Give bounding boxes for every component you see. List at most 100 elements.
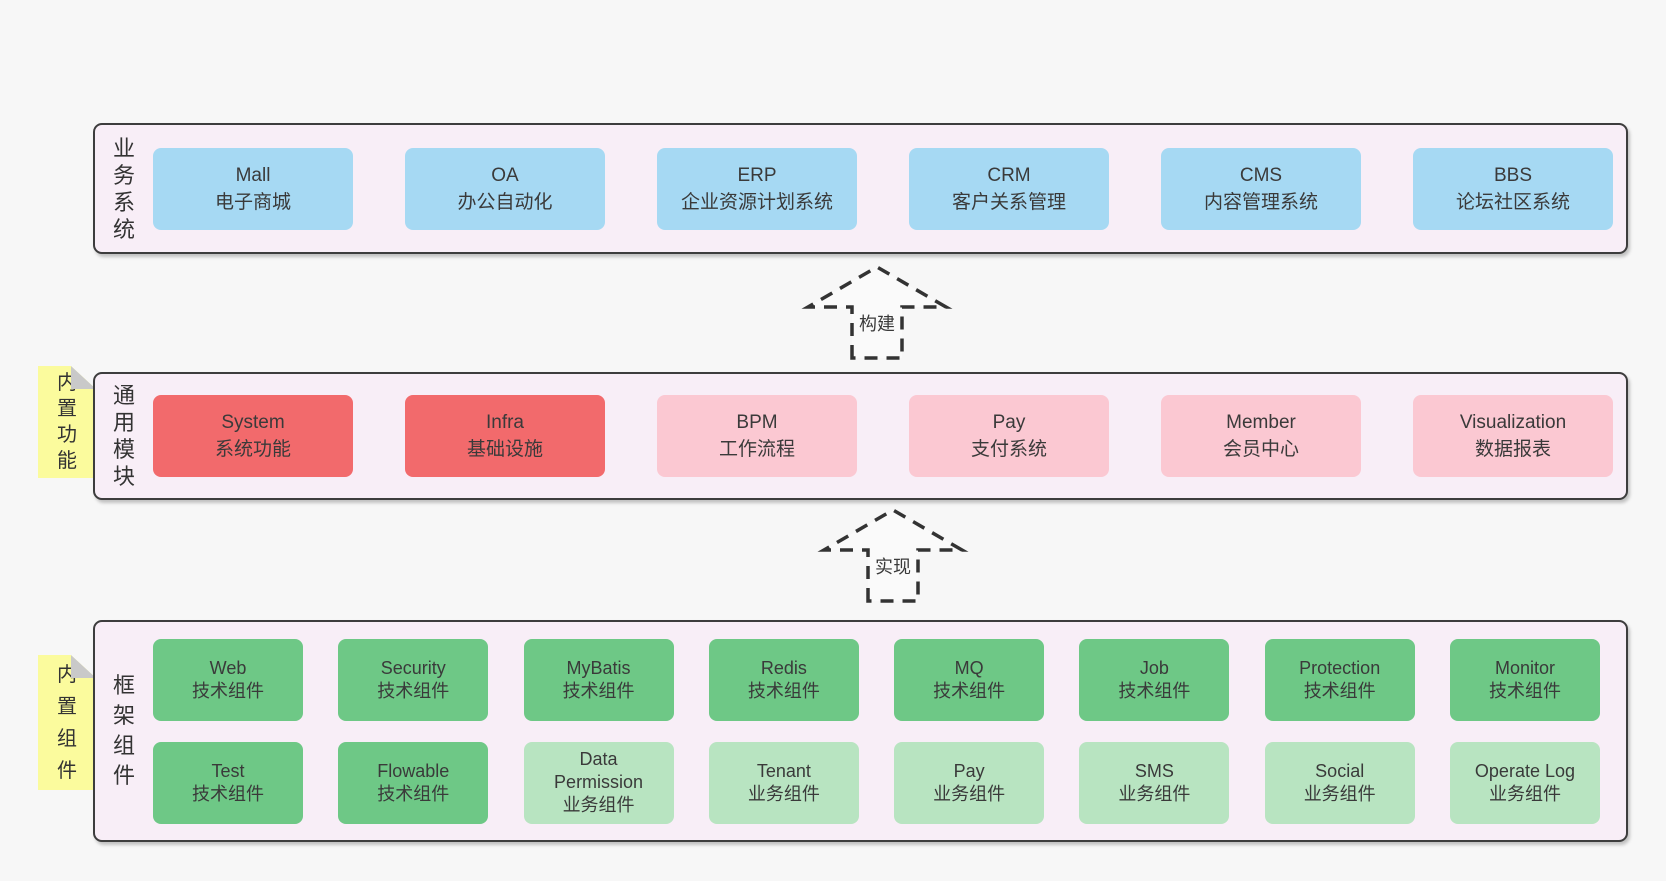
box-subtitle: 客户关系管理 [951,191,1066,213]
business-systems-layer: 业 务 系 统 Mall 电子商城 OA 办公自动化 ERP 企业资源计划系统 CRM 客户关… [93,123,1628,254]
common-modules-layer-label: 通 用 模 块 [112,383,135,489]
box-title: OA [491,164,519,186]
box-title: Visualization [1459,412,1567,433]
implement-arrow: 实现 [816,505,970,605]
common-modules-layer: 通 用 模 块 System 系统功能 Infra 基础设施 BPM 工作流程 Pay 支付系… [93,372,1628,500]
box-bpm: BPM 工作流程 [657,395,857,477]
box-title: Data Permission [554,749,644,792]
box-mall: Mall 电子商城 [153,147,353,230]
box-oa: OA 办公自动化 [405,147,605,230]
box-erp: ERP 企业资源计划系统 [657,147,857,230]
box-title: Social [1315,760,1365,781]
box-subtitle: 技术组件 [933,680,1006,701]
box-member: Member 会员中心 [1161,395,1361,477]
box-subtitle: 基础设施 [466,439,543,460]
modules-box-row: System 系统功能 Infra 基础设施 BPM 工作流程 Pay 支付系统 Member 会… [153,395,1613,477]
box-title: Security [380,657,446,678]
box-subtitle: 数据报表 [1474,439,1551,460]
box-crm: CRM 客户关系管理 [909,147,1109,230]
box-title: Monitor [1494,657,1555,678]
box-title: Test [211,760,245,781]
box-subtitle: 业务组件 [1303,783,1376,804]
box-title: BBS [1493,164,1533,186]
sticky-note-built-in-components: 内 置 组 件 [38,655,96,790]
box-subtitle: 会员中心 [1222,439,1299,460]
box-subtitle: 业务组件 [933,783,1006,804]
box-system: System 系统功能 [153,395,353,477]
box-subtitle: 工作流程 [718,439,795,460]
box-title: MQ [954,657,984,678]
box-title: System [221,412,285,433]
box-subtitle: 技术组件 [377,783,450,804]
box-subtitle: 内容管理系统 [1203,191,1318,213]
box-title: Job [1139,657,1169,678]
box-subtitle: 业务组件 [1118,783,1191,804]
box-subtitle: 技术组件 [562,680,635,701]
box-title: BPM [736,412,778,433]
box-title: MyBatis [566,657,631,678]
box-title: Infra [485,412,525,433]
build-arrow: 构建 [800,262,954,362]
business-box-row: Mall 电子商城 OA 办公自动化 ERP 企业资源计划系统 CRM 客户关系管理 CMS 内容… [153,147,1613,230]
box-pay: Pay 支付系统 [909,395,1109,477]
box-title: Pay [992,412,1026,433]
box-subtitle: 企业资源计划系统 [680,191,833,213]
box-title: SMS [1134,760,1174,781]
box-title: Member [1226,412,1296,433]
box-subtitle: 业务组件 [747,783,820,804]
box-subtitle: 技术组件 [1488,680,1561,701]
box-title: Mall [235,164,271,186]
box-bbs: BBS 论坛社区系统 [1413,147,1613,230]
business-systems-layer-label: 业 务 系 统 [112,135,135,242]
box-subtitle: 技术组件 [1303,680,1376,701]
box-subtitle: 系统功能 [214,439,291,460]
box-subtitle: 技术组件 [192,783,264,804]
box-title: Web [209,657,247,678]
implement-arrow-label: 实现 [875,557,911,577]
up-arrow-icon [801,264,953,360]
framework-components-layer-label: 框 架 组 件 [112,673,135,788]
box-title: CMS [1239,164,1283,186]
box-title: ERP [737,164,777,186]
box-title: Redis [760,657,807,678]
box-subtitle: 电子商城 [214,191,291,213]
build-arrow-label: 构建 [859,314,895,334]
box-subtitle: 论坛社区系统 [1455,191,1570,213]
box-subtitle: 支付系统 [970,439,1047,460]
box-title: Protection [1299,657,1381,678]
box-subtitle: 技术组件 [377,680,450,701]
box-visualization: Visualization 数据报表 [1413,395,1613,477]
box-subtitle: 技术组件 [1118,680,1191,701]
sticky-note-built-in-features: 内 置 功 能 [38,366,96,478]
box-infra: Infra 基础设施 [405,395,605,477]
box-subtitle: 技术组件 [747,680,820,701]
box-subtitle: 技术组件 [192,680,264,701]
box-data-permission: Data Permission 业务组件 [523,741,674,824]
box-title: CRM [987,164,1031,186]
up-arrow-icon [817,507,969,603]
box-cms: CMS 内容管理系统 [1161,147,1361,230]
box-subtitle: 业务组件 [1488,783,1561,804]
box-title: Flowable [377,760,450,781]
box-title: Tenant [756,760,811,781]
box-subtitle: 业务组件 [562,795,635,815]
box-subtitle: 办公自动化 [457,191,553,213]
box-title: Operate Log [1474,760,1575,781]
